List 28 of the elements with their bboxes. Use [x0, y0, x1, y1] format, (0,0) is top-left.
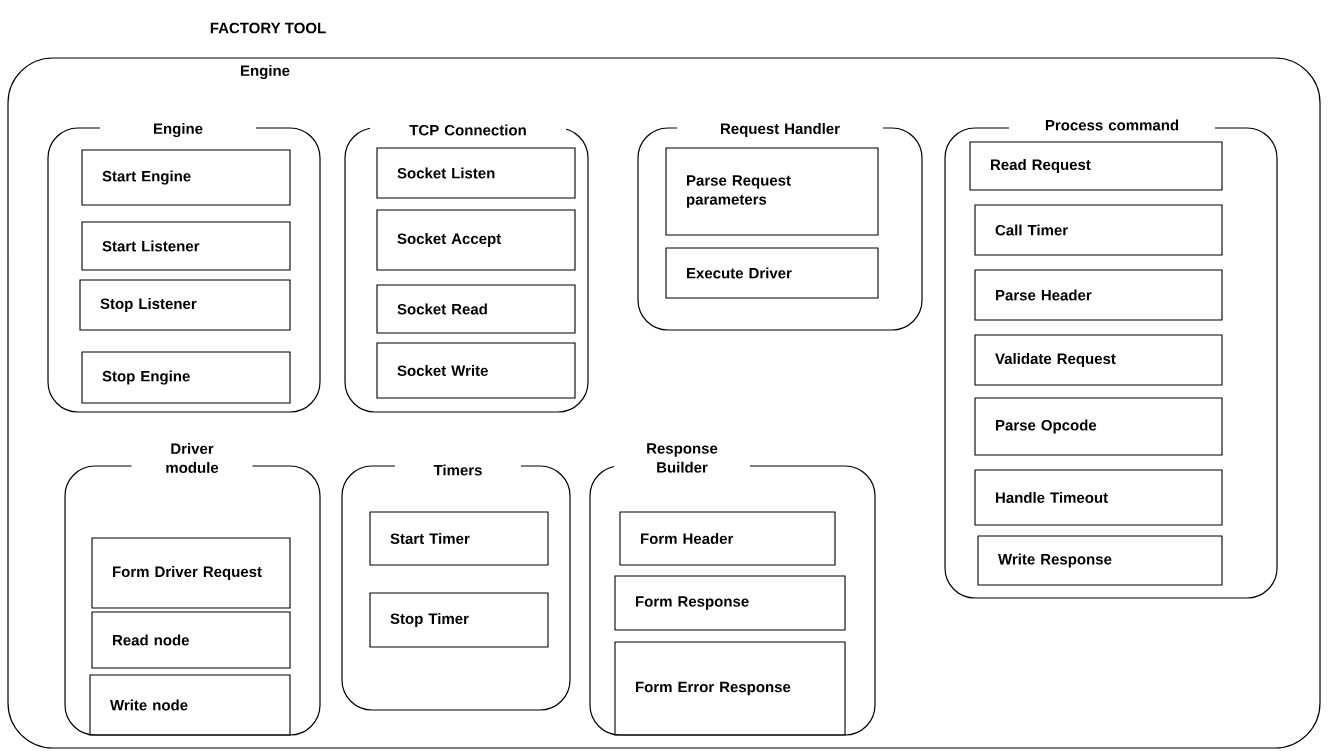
item-box: Read node: [91, 611, 291, 669]
item-box: Parse Header: [974, 269, 1223, 321]
item-box: Start Timer: [369, 511, 549, 566]
node-label: Response: [647, 443, 718, 457]
item-box: Socket Read: [376, 284, 576, 334]
item-box: Socket Write: [376, 342, 576, 399]
node-label: Driver: [171, 443, 214, 455]
item-box: Handle Timeout: [974, 469, 1223, 526]
item-box: Start Listener: [81, 221, 291, 271]
item-box: Socket Listen: [376, 147, 576, 199]
item-box: Start Engine: [81, 149, 291, 206]
item-box: Form Driver Request: [91, 537, 291, 609]
item-box: Parse Opcode: [974, 397, 1223, 456]
item-box: Validate Request: [974, 334, 1223, 386]
item-box: Stop Engine: [81, 351, 291, 404]
item-box: Call Timer: [974, 204, 1223, 256]
item-box: Write node: [89, 674, 291, 736]
title: FACTORY TOOL: [210, 22, 326, 34]
item-box: Form Header: [619, 511, 836, 566]
item-box: Stop Timer: [369, 592, 549, 648]
item-box: Socket Accept: [376, 209, 576, 271]
item-box: Form Response: [614, 575, 846, 631]
item-box: Read Request: [969, 141, 1223, 191]
item-box: Stop Listener: [79, 279, 291, 331]
item-box: Execute Driver: [665, 247, 879, 299]
item-box: Write Response: [977, 535, 1223, 586]
item-box: Parse Request parameters: [665, 147, 879, 236]
item-box: Form Error Response: [614, 641, 846, 736]
